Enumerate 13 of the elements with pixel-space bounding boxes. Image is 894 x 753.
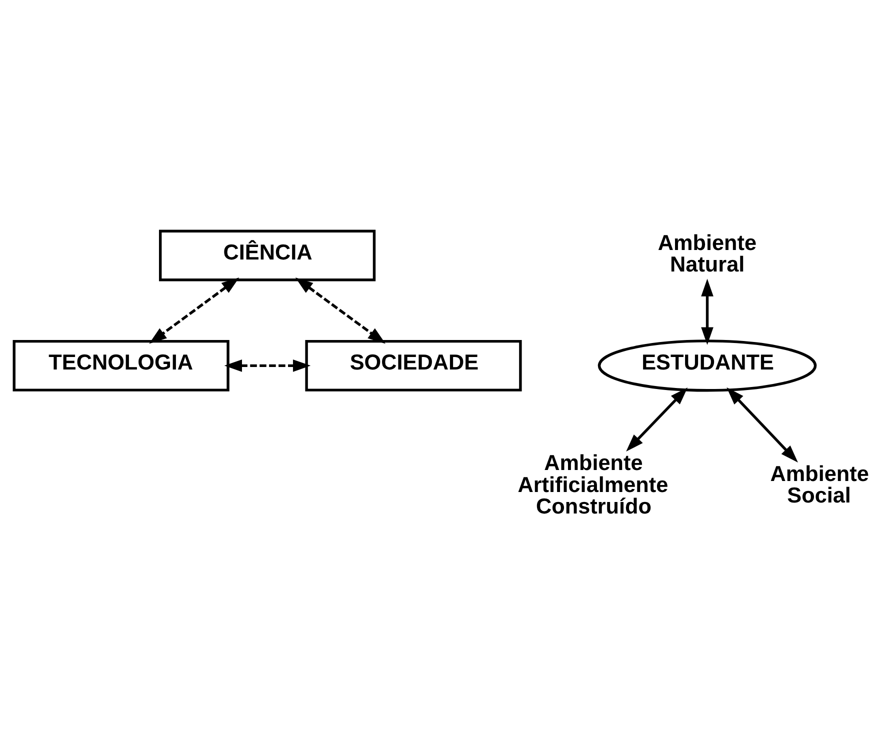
node-box: TECNOLOGIA xyxy=(12,340,230,392)
node-text: Ambiente Social xyxy=(770,460,869,508)
node-box: SOCIEDADE xyxy=(305,340,522,392)
node-text: Ambiente Natural xyxy=(658,230,757,276)
arrow xyxy=(626,387,688,452)
arrow xyxy=(701,278,714,345)
node-ellipse: ESTUDANTE xyxy=(598,340,817,392)
node-box: CIÊNCIA xyxy=(158,230,376,282)
arrow xyxy=(295,277,386,344)
arrow xyxy=(726,387,798,462)
node-text: Ambiente Artificialmente Construído xyxy=(518,450,668,518)
arrow xyxy=(224,360,311,372)
arrow xyxy=(149,277,240,344)
